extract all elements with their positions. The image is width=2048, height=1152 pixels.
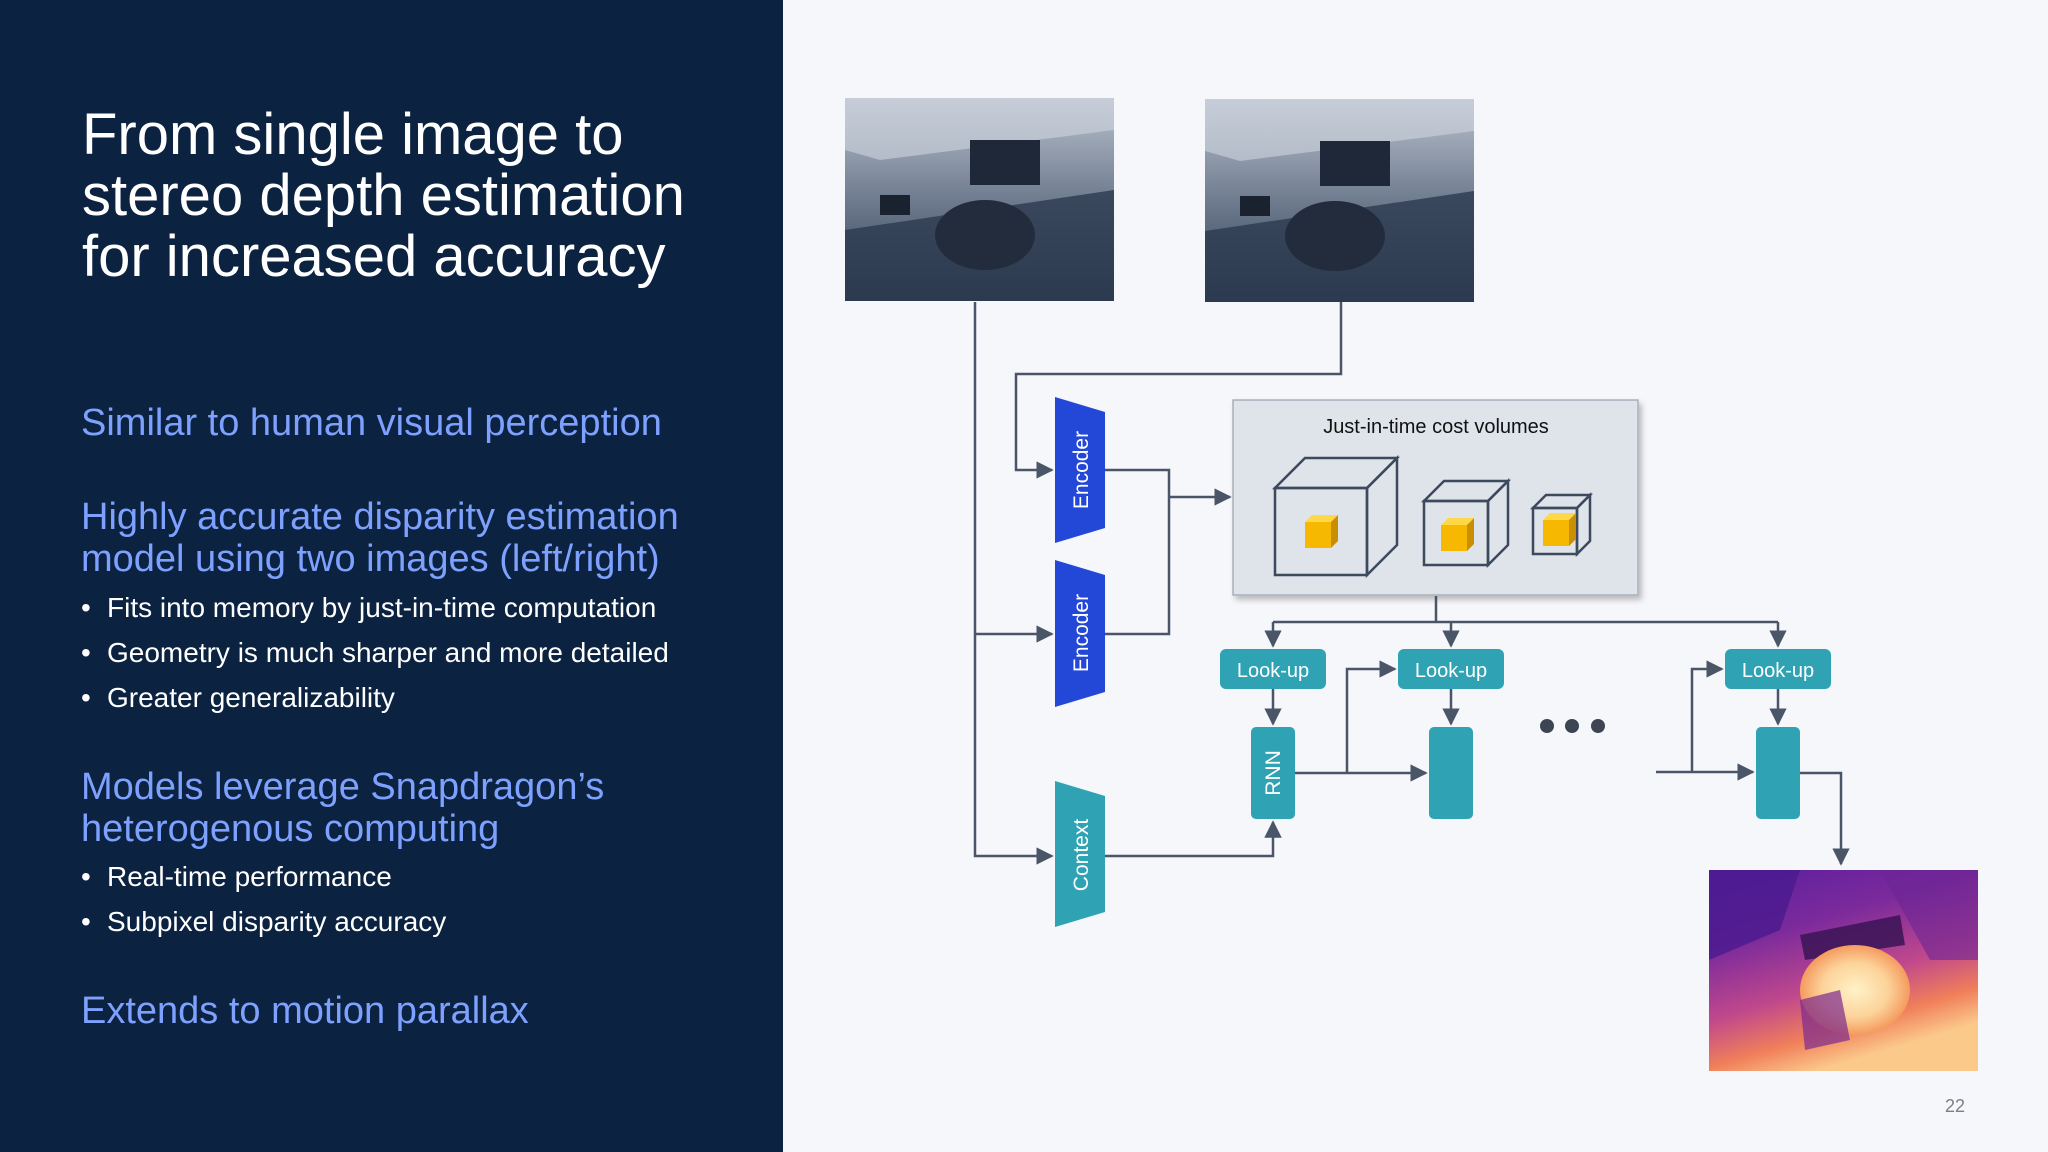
lookup-box: Look-up xyxy=(1725,649,1831,689)
cost-volume-label: Just-in-time cost volumes xyxy=(1323,416,1549,438)
lookup-box: Look-up xyxy=(1398,649,1504,689)
svg-text:Look-up: Look-up xyxy=(1415,660,1487,682)
bullet-item: Greater generalizability xyxy=(81,675,669,720)
svg-text:Look-up: Look-up xyxy=(1742,660,1814,682)
right-stereo-image xyxy=(1205,99,1474,302)
bullet-item: Fits into memory by just-in-time computa… xyxy=(81,585,669,630)
heading-snapdragon: Models leverage Snapdragon’s heterogenou… xyxy=(81,766,605,850)
heading-disparity-model: Highly accurate disparity estimation mod… xyxy=(81,496,679,580)
rnn-block xyxy=(1756,727,1800,819)
bullet-item: Real-time performance xyxy=(81,854,446,899)
svg-text:Look-up: Look-up xyxy=(1237,660,1309,682)
left-stereo-image xyxy=(845,98,1114,301)
depth-map-output xyxy=(1709,870,1978,1071)
highlight-cube xyxy=(1305,515,1338,548)
flow-arrows xyxy=(973,302,1850,866)
encoder-top: Encoder xyxy=(1055,397,1105,543)
heading-human-perception: Similar to human visual perception xyxy=(81,402,662,444)
context-encoder: Context xyxy=(1055,781,1105,927)
lookup-box: Look-up xyxy=(1220,649,1326,689)
ellipsis-dots xyxy=(1540,719,1605,733)
svg-text:Encoder: Encoder xyxy=(1070,431,1093,509)
stereo-architecture-diagram: Just-in-time cost volumes xyxy=(845,98,1978,1071)
slide-title: From single image to stereo depth estima… xyxy=(82,102,685,289)
bullet-item: Geometry is much sharper and more detail… xyxy=(81,630,669,675)
rnn-block xyxy=(1429,727,1473,819)
cost-volume-cube-medium xyxy=(1420,477,1512,569)
svg-text:Context: Context xyxy=(1070,819,1093,892)
svg-text:RNN: RNN xyxy=(1262,750,1285,796)
page-number: 22 xyxy=(1944,1096,1966,1116)
cost-volume-cube-large xyxy=(1271,454,1401,579)
bullet-list-snapdragon: Real-time performance Subpixel disparity… xyxy=(81,854,446,944)
highlight-cube xyxy=(1543,513,1576,546)
svg-text:Encoder: Encoder xyxy=(1070,594,1093,672)
highlight-cube xyxy=(1441,518,1474,551)
bullet-list-disparity: Fits into memory by just-in-time computa… xyxy=(81,585,669,720)
rnn-block: RNN xyxy=(1251,727,1295,819)
cost-volume-cube-small xyxy=(1529,491,1594,558)
left-panel: From single image to stereo depth estima… xyxy=(0,0,783,1152)
encoder-bottom: Encoder xyxy=(1055,560,1105,707)
cost-volume-panel: Just-in-time cost volumes xyxy=(1232,399,1639,596)
heading-motion-parallax: Extends to motion parallax xyxy=(81,990,529,1032)
bullet-item: Subpixel disparity accuracy xyxy=(81,899,446,944)
